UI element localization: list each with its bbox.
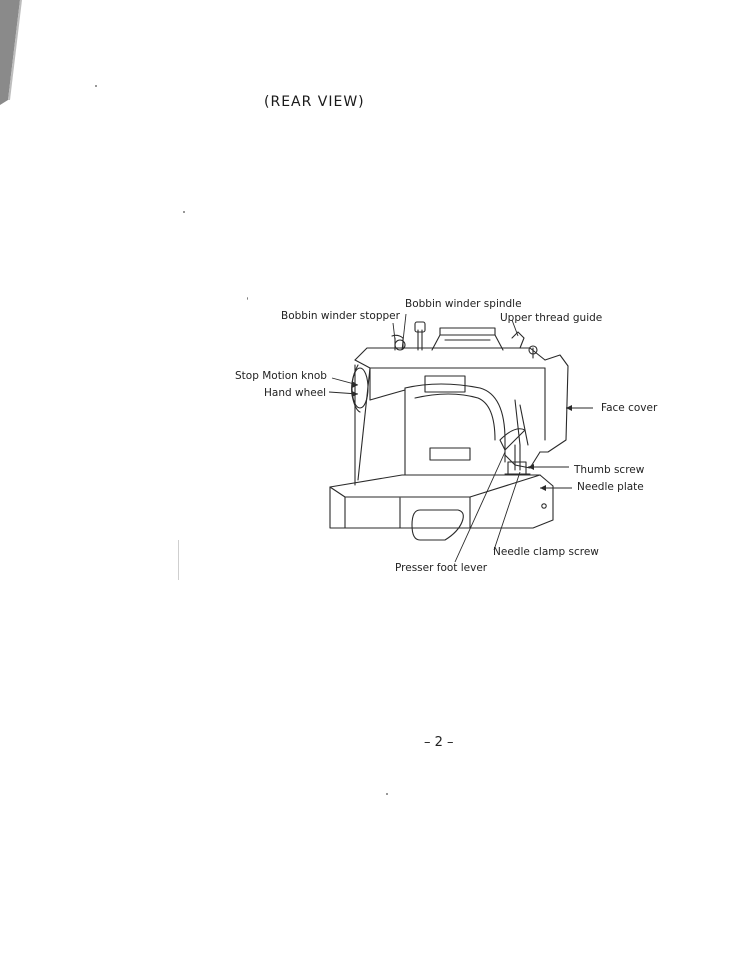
label-needle-clamp-screw: Needle clamp screw <box>493 546 599 558</box>
label-bobbin-winder-spindle: Bobbin winder spindle <box>405 298 522 310</box>
scan-speck <box>386 793 388 795</box>
scan-speck <box>183 211 185 213</box>
label-presser-foot-lever: Presser foot lever <box>395 562 488 574</box>
label-stop-motion-knob: Stop Motion knob <box>235 370 327 382</box>
label-upper-thread-guide: Upper thread guide <box>500 312 603 324</box>
label-face-cover: Face cover <box>601 402 658 414</box>
page-number: – 2 – <box>424 735 454 750</box>
label-bobbin-winder-stopper: Bobbin winder stopper <box>281 310 400 322</box>
label-hand-wheel: Hand wheel <box>264 387 327 399</box>
scan-corner-shadow <box>0 0 22 105</box>
scan-speck <box>247 297 248 300</box>
label-needle-plate: Needle plate <box>577 481 644 493</box>
page-heading: (REAR VIEW) <box>264 94 365 110</box>
label-thumb-screw: Thumb screw <box>574 464 645 476</box>
scan-edge-line <box>178 540 179 580</box>
scan-speck <box>95 85 97 87</box>
